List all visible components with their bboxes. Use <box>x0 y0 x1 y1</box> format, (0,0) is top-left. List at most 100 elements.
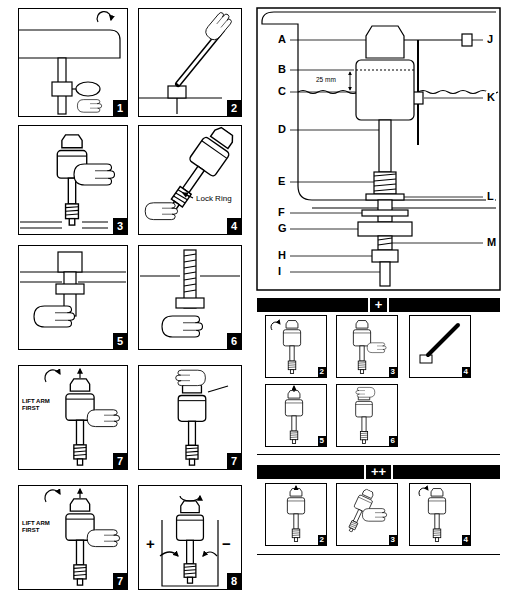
parts-diagram <box>362 210 408 216</box>
leader-line <box>290 40 483 272</box>
step-number: 2 <box>318 367 326 377</box>
step-number: 3 <box>389 367 397 377</box>
step-number: 1 <box>113 100 127 116</box>
step-1-art <box>52 82 72 96</box>
step-8-art <box>160 496 218 586</box>
part-letter: M <box>486 236 497 249</box>
leader-line <box>290 272 380 273</box>
parts-diagram <box>262 12 496 200</box>
step-7-art <box>45 370 60 382</box>
option-art <box>356 387 375 397</box>
step-6-art <box>140 275 180 276</box>
substep-panel: 5 <box>265 384 327 447</box>
step-5-art <box>20 252 126 327</box>
step-panel: 5 <box>18 245 128 350</box>
part-letter: B <box>277 63 287 76</box>
step-7-art <box>176 370 206 385</box>
leader-line <box>290 130 379 131</box>
step-5-art <box>56 284 84 294</box>
option-art <box>419 488 428 496</box>
step-panel: 7 <box>18 365 128 470</box>
step-2-art <box>176 98 177 114</box>
leader-line <box>290 256 372 257</box>
leader-line <box>290 182 374 183</box>
step-number: 7 <box>113 453 127 469</box>
parts-diagram <box>366 26 404 58</box>
part-letter: F <box>277 206 286 219</box>
step-7-art <box>45 490 60 502</box>
step-number: 2 <box>227 100 241 116</box>
option-art <box>296 486 297 490</box>
substep-panel: 4 <box>409 315 471 378</box>
parts-diagram <box>312 207 496 208</box>
step-7-art <box>79 489 80 498</box>
step-panel: 7 <box>18 485 128 590</box>
part-letter: I <box>277 265 282 278</box>
step-3-art <box>20 222 108 228</box>
step-4-art <box>145 203 177 220</box>
option-art <box>287 489 304 542</box>
step-panel: 1 <box>18 8 128 117</box>
step-panel: 2 <box>138 8 242 117</box>
step-6-art <box>140 250 240 337</box>
option-section: +23456 <box>257 298 500 455</box>
section-symbol: ++ <box>364 463 393 481</box>
step-number: 5 <box>113 333 127 349</box>
step-6-art <box>176 298 204 308</box>
step-number: 6 <box>227 333 241 349</box>
part-letter: H <box>277 249 287 262</box>
step-number: 4 <box>462 535 470 545</box>
step-2-art <box>138 10 234 114</box>
step-4-art <box>183 193 193 198</box>
part-letter: E <box>277 175 286 188</box>
step-6-art <box>162 316 203 337</box>
step-8-art <box>160 552 178 556</box>
step-1-art <box>77 100 101 113</box>
part-letter: K <box>486 91 496 104</box>
parts-diagram <box>404 39 462 40</box>
parts-diagram <box>257 8 500 290</box>
callout-label: Lock Ring <box>196 194 232 204</box>
step-7-art <box>87 410 119 427</box>
substep-panel: 4 <box>409 483 471 546</box>
step-7-art <box>178 381 206 465</box>
option-art <box>271 321 458 542</box>
substep-panel: 3 <box>336 483 398 546</box>
note-label: LIFT ARM FIRST <box>22 398 56 412</box>
option-art <box>294 386 295 392</box>
step-panel: 4 <box>138 125 242 235</box>
step-7-art <box>45 369 120 465</box>
leader-line <box>424 98 483 99</box>
part-letter: C <box>277 85 287 98</box>
leader-line <box>290 92 356 93</box>
adjust-sign: − <box>222 536 231 552</box>
substep-panel: 2 <box>265 483 327 546</box>
option-art <box>283 321 300 374</box>
substep-panel: 3 <box>336 315 398 378</box>
step-7-art <box>208 386 228 392</box>
parts-diagram <box>257 8 500 290</box>
option-section: ++ 23 4 <box>257 465 500 555</box>
substep-panel: 2 <box>265 315 327 378</box>
note-label: LIFT ARM FIRST <box>22 520 56 534</box>
parts-diagram <box>356 60 414 120</box>
step-panel: 6 <box>138 245 242 350</box>
step-8-art <box>180 496 200 501</box>
step-2-art <box>168 86 186 98</box>
leader-line <box>404 197 483 198</box>
leader-line <box>472 40 483 41</box>
parts-diagram <box>378 238 392 245</box>
step-8-art <box>177 501 204 583</box>
substep-panel: 6 <box>336 384 398 447</box>
parts-diagram <box>374 174 396 191</box>
parts-diagram <box>358 222 412 236</box>
step-number: 4 <box>227 218 241 234</box>
step-number: 4 <box>462 367 470 377</box>
part-letter: A <box>277 33 287 46</box>
option-art <box>420 355 432 363</box>
parts-diagram <box>379 120 391 172</box>
step-8-art <box>203 552 217 556</box>
step-number: 2 <box>318 535 326 545</box>
step-panel: 7 <box>138 365 242 470</box>
